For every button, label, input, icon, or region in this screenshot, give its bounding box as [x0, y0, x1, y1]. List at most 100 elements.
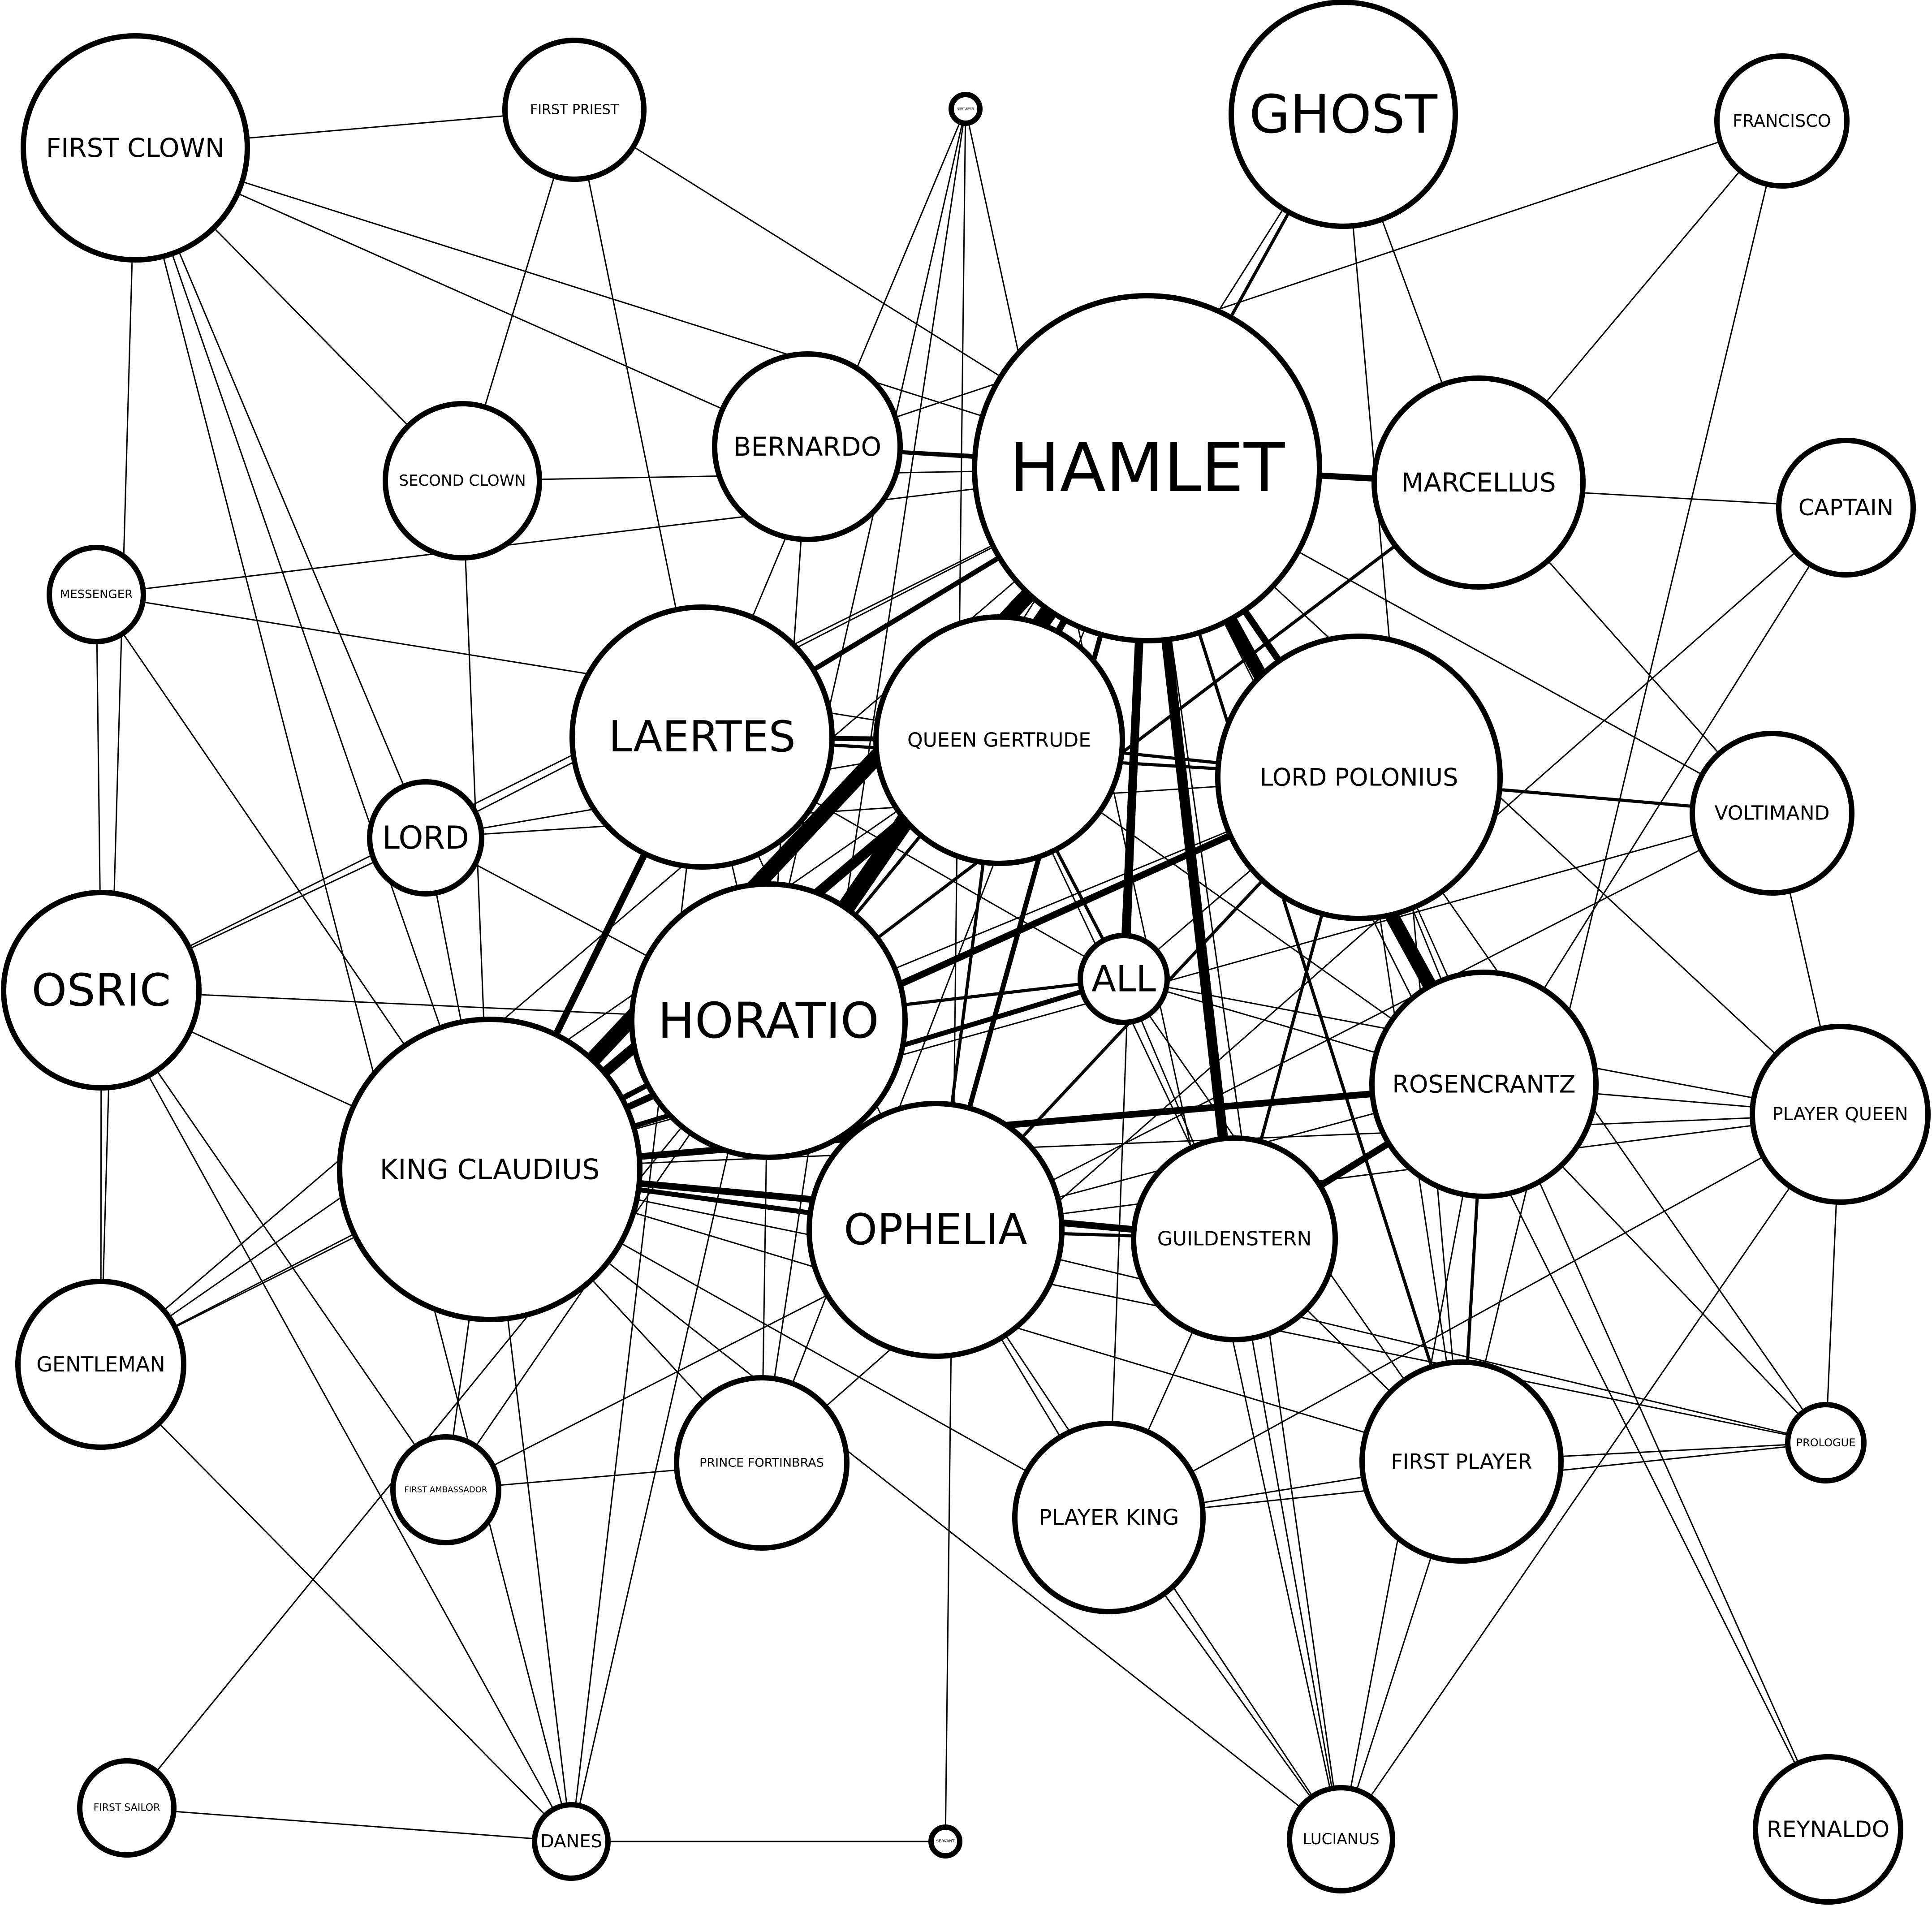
- node-first-player[interactable]: FIRST PLAYER: [1359, 1359, 1564, 1564]
- node-osric[interactable]: OSRIC: [1, 890, 202, 1091]
- edge-horatio-first-sailor: [126, 1020, 769, 1809]
- edge-hamlet-messenger: [95, 467, 1148, 595]
- node-label-player-king: PLAYER KING: [1039, 1505, 1179, 1530]
- node-prologue[interactable]: PROLOGUE: [1785, 1402, 1867, 1483]
- node-queen-gertrude[interactable]: QUEEN GERTRUDE: [873, 614, 1125, 866]
- node-lord[interactable]: LORD: [367, 779, 484, 897]
- edge-gentlemen-prince-fortinbras: [761, 108, 966, 1464]
- edge-lord-polonius-lord: [425, 776, 1360, 839]
- node-label-lord: LORD: [382, 819, 469, 856]
- edge-lord-polonius-reynaldo: [1358, 776, 1829, 1830]
- node-label-rosencrantz: ROSENCRANTZ: [1392, 1070, 1575, 1099]
- node-voltimand[interactable]: VOLTIMAND: [1690, 731, 1854, 896]
- node-first-clown[interactable]: FIRST CLOWN: [21, 33, 250, 263]
- node-label-hamlet: HAMLET: [1009, 429, 1285, 507]
- edge-king-claudius-player-queen: [489, 1113, 1841, 1170]
- node-francisco[interactable]: FRANCISCO: [1714, 53, 1850, 189]
- node-label-voltimand: VOLTIMAND: [1714, 802, 1829, 825]
- node-servant[interactable]: SERVANT: [928, 1824, 962, 1859]
- node-danes[interactable]: DANES: [532, 1802, 611, 1881]
- edge-hamlet-first-clown: [134, 147, 1148, 469]
- node-label-messenger: MESSENGER: [60, 588, 133, 601]
- edge-osric-first-ambassador: [100, 989, 447, 1491]
- node-horatio[interactable]: HORATIO: [629, 881, 908, 1160]
- edge-first-clown-gentleman: [100, 147, 136, 1365]
- node-prince-fortinbras[interactable]: PRINCE FORTINBRAS: [674, 1375, 850, 1551]
- node-gentleman[interactable]: GENTLEMAN: [15, 1279, 186, 1450]
- node-label-king-claudius: KING CLAUDIUS: [380, 1153, 600, 1186]
- node-first-ambassador[interactable]: FIRST AMBASSADOR: [390, 1434, 501, 1545]
- edge-francisco-first-player: [1461, 120, 1783, 1462]
- node-ghost[interactable]: GHOST: [1229, 0, 1458, 229]
- node-label-gentlemen: GENTLEMEN: [957, 108, 974, 111]
- node-label-osric: OSRIC: [32, 964, 171, 1017]
- node-label-first-sailor: FIRST SAILOR: [94, 1803, 160, 1814]
- edge-king-claudius-lucianus: [489, 1169, 1342, 1840]
- node-label-first-clown: FIRST CLOWN: [46, 133, 225, 163]
- node-lucianus[interactable]: LUCIANUS: [1287, 1785, 1395, 1893]
- node-label-lord-polonius: LORD POLONIUS: [1260, 763, 1458, 792]
- node-label-queen-gertrude: QUEEN GERTRUDE: [907, 729, 1091, 752]
- node-label-second-clown: SECOND CLOWN: [399, 472, 526, 490]
- node-label-ophelia: OPHELIA: [844, 1205, 1027, 1255]
- node-bernardo[interactable]: BERNARDO: [712, 351, 903, 542]
- node-label-lucianus: LUCIANUS: [1302, 1830, 1379, 1848]
- node-label-gentleman: GENTLEMAN: [36, 1352, 165, 1376]
- node-laertes[interactable]: LAERTES: [569, 604, 835, 870]
- edge-bernardo-first-clown: [134, 147, 808, 448]
- node-label-laertes: LAERTES: [608, 712, 796, 762]
- node-guildenstern[interactable]: GUILDENSTERN: [1131, 1135, 1338, 1342]
- edge-bernardo-francisco: [806, 120, 1783, 448]
- node-label-first-ambassador: FIRST AMBASSADOR: [405, 1485, 487, 1495]
- node-label-player-queen: PLAYER QUEEN: [1772, 1104, 1908, 1125]
- node-label-guildenstern: GUILDENSTERN: [1157, 1228, 1311, 1251]
- node-label-prologue: PROLOGUE: [1796, 1436, 1856, 1449]
- node-label-servant: SERVANT: [936, 1839, 955, 1844]
- edge-first-sailor-danes: [126, 1807, 572, 1842]
- node-label-captain: CAPTAIN: [1798, 495, 1893, 521]
- node-marcellus[interactable]: MARCELLUS: [1371, 375, 1586, 590]
- edge-king-claudius-lord-polonius: [486, 774, 1363, 1173]
- edge-player-queen-lucianus: [1340, 1113, 1841, 1840]
- edge-ophelia-prologue: [935, 1229, 1827, 1444]
- node-label-francisco: FRANCISCO: [1733, 111, 1831, 131]
- node-player-queen[interactable]: PLAYER QUEEN: [1750, 1024, 1931, 1205]
- node-label-horatio: HORATIO: [658, 992, 879, 1049]
- node-label-first-player: FIRST PLAYER: [1391, 1449, 1532, 1474]
- node-first-sailor[interactable]: FIRST SAILOR: [77, 1758, 177, 1858]
- node-label-marcellus: MARCELLUS: [1401, 467, 1556, 498]
- edge-first-clown-danes: [134, 147, 572, 1842]
- edge-player-king-player-queen: [1108, 1113, 1841, 1518]
- node-ophelia[interactable]: OPHELIA: [806, 1101, 1065, 1359]
- node-gentlemen[interactable]: GENTLEMEN: [949, 92, 983, 126]
- node-player-king[interactable]: PLAYER KING: [1012, 1421, 1206, 1614]
- node-reynaldo[interactable]: REYNALDO: [1753, 1754, 1903, 1905]
- node-king-claudius[interactable]: KING CLAUDIUS: [337, 1017, 643, 1322]
- node-label-ghost: GHOST: [1249, 83, 1438, 145]
- node-second-clown[interactable]: SECOND CLOWN: [383, 401, 542, 561]
- node-messenger[interactable]: MESSENGER: [47, 545, 146, 644]
- node-label-all: ALL: [1091, 958, 1156, 1000]
- node-label-danes: DANES: [540, 1831, 602, 1852]
- edge-voltimand-first-ambassador: [445, 812, 1773, 1491]
- node-first-priest[interactable]: FIRST PRIEST: [502, 38, 647, 182]
- node-label-prince-fortinbras: PRINCE FORTINBRAS: [699, 1456, 824, 1470]
- node-captain[interactable]: CAPTAIN: [1776, 438, 1916, 578]
- edge-ophelia-player-queen: [935, 1113, 1841, 1231]
- node-hamlet[interactable]: HAMLET: [972, 293, 1322, 643]
- node-rosencrantz[interactable]: ROSENCRANTZ: [1369, 970, 1599, 1199]
- edge-danes-gentleman: [100, 1363, 572, 1842]
- node-lord-polonius[interactable]: LORD POLONIUS: [1215, 634, 1503, 921]
- edge-gentlemen-servant: [944, 108, 966, 1842]
- node-all[interactable]: ALL: [1078, 933, 1170, 1025]
- edge-king-claudius-first-clown: [134, 147, 491, 1170]
- edge-osric-danes: [100, 989, 572, 1842]
- edge-queen-gertrude-messenger: [95, 594, 1000, 741]
- edge-hamlet-prologue: [1146, 467, 1827, 1444]
- node-label-bernardo: BERNARDO: [733, 431, 881, 462]
- node-label-reynaldo: REYNALDO: [1767, 1816, 1889, 1842]
- edge-first-clown-lord: [134, 147, 427, 839]
- node-label-first-priest: FIRST PRIEST: [530, 102, 619, 118]
